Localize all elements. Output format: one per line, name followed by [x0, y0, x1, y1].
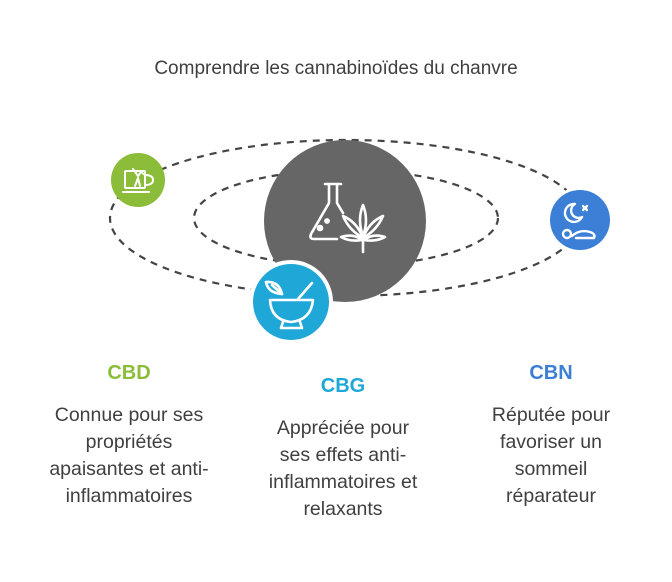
- mortar-pestle-leaf-icon: [264, 280, 315, 330]
- cbd-node: [111, 153, 165, 207]
- cbd-description-line: Connue pour ses: [54, 404, 204, 426]
- cbn-description-line: Réputée pour: [491, 404, 611, 426]
- cbn-label: CBN: [529, 362, 573, 384]
- cbg-description-line: relaxants: [303, 498, 383, 520]
- cbn-node: [547, 187, 613, 253]
- cbd-description-line: propriétés: [85, 431, 173, 453]
- cbg-label: CBG: [320, 375, 366, 397]
- cbg-description-line: Appréciée pour: [276, 417, 410, 439]
- inner-orbit: [192, 168, 500, 268]
- cbn-description-line: sommeil: [514, 458, 588, 480]
- cbg-description-line: inflammatoires et: [268, 471, 418, 493]
- cbn-description-line: réparateur: [506, 485, 596, 507]
- cbd-label: CBD: [107, 362, 151, 384]
- tea-cup-herb-icon: [122, 168, 154, 193]
- cbd-description: Connue pour ses propriétés apaisantes et…: [18, 402, 240, 510]
- center-node: [264, 140, 426, 302]
- cbn-description: Réputée pour favoriser un sommeil répara…: [456, 402, 646, 510]
- cbn-description-line: favoriser un: [500, 431, 602, 453]
- cbg-node: [249, 260, 333, 344]
- cbg-description-line: ses effets anti-: [279, 444, 407, 466]
- cbd-description-line: apaisantes et anti-: [49, 458, 209, 480]
- flask-cannabis-leaf-icon: [309, 182, 387, 254]
- diagram-title: Comprendre les cannabinoïdes du chanvre: [154, 58, 518, 79]
- cbd-description-line: inflammatoires: [65, 485, 193, 507]
- cbg-description: Appréciée pour ses effets anti- inflamma…: [232, 415, 454, 523]
- moon-sleep-icon: [561, 202, 596, 240]
